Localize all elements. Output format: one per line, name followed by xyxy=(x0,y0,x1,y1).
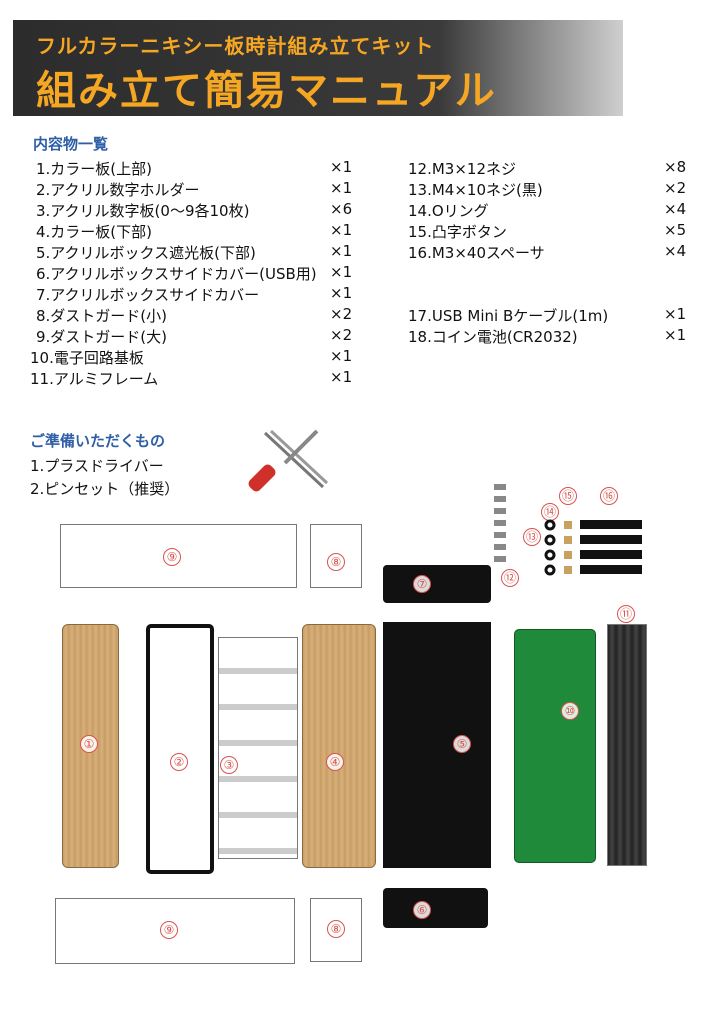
contents-qty: ×1 xyxy=(330,263,353,281)
prep-heading: ご準備いただくもの xyxy=(30,432,166,450)
contents-item: 7.アクリルボックスサイドカバー xyxy=(36,286,260,304)
part-label-7: ⑦ xyxy=(413,575,431,593)
contents-qty: ×1 xyxy=(330,284,353,302)
part-label-15: ⑮ xyxy=(559,487,577,505)
contents-item: 2.アクリル数字ホルダー xyxy=(36,181,200,199)
part-label-3: ③ xyxy=(220,756,238,774)
part-label-6: ⑥ xyxy=(413,901,431,919)
part-label-16: ⑯ xyxy=(600,487,618,505)
contents-qty: ×8 xyxy=(664,158,687,176)
side-cover-usb xyxy=(383,888,488,928)
contents-qty: ×2 xyxy=(330,305,353,323)
digit-plates xyxy=(218,637,298,859)
contents-qty: ×1 xyxy=(330,221,353,239)
aluminum-frame xyxy=(607,624,647,866)
contents-qty: ×4 xyxy=(664,242,687,260)
contents-qty: ×6 xyxy=(330,200,353,218)
contents-item: 18.コイン電池(CR2032) xyxy=(408,328,578,346)
part-label-8: ⑧ xyxy=(327,553,345,571)
contents-qty: ×1 xyxy=(330,158,353,176)
screw-icon xyxy=(494,484,506,562)
part-label-14: ⑭ xyxy=(541,503,559,521)
contents-item: 15.凸字ボタン xyxy=(408,223,507,241)
contents-item: 1.カラー板(上部) xyxy=(36,160,153,178)
contents-item: 12.M3×12ネジ xyxy=(408,160,516,178)
color-plate-bottom xyxy=(302,624,376,868)
contents-qty: ×2 xyxy=(664,179,687,197)
contents-qty: ×2 xyxy=(330,326,353,344)
contents-item: 13.M4×10ネジ(黒) xyxy=(408,181,543,199)
part-label-2: ② xyxy=(170,753,188,771)
screwdriver-tweezers-icon xyxy=(248,429,329,492)
side-cover xyxy=(383,565,491,603)
contents-item: 5.アクリルボックス遮光板(下部) xyxy=(36,244,256,262)
contents-item: 4.カラー板(下部) xyxy=(36,223,153,241)
contents-item: 10.電子回路基板 xyxy=(30,349,144,367)
part-label-9: ⑨ xyxy=(163,548,181,566)
header-subtitle: フルカラーニキシー板時計組み立てキット xyxy=(36,34,435,58)
contents-qty: ×1 xyxy=(330,242,353,260)
contents-qty: ×1 xyxy=(330,368,353,386)
header-title: 組み立て簡易マニュアル xyxy=(36,68,497,114)
contents-item: 17.USB Mini Bケーブル(1m) xyxy=(408,307,609,325)
part-label-13: ⑬ xyxy=(523,528,541,546)
contents-item: 14.Oリング xyxy=(408,202,489,220)
part-label-5: ⑤ xyxy=(453,735,471,753)
header-banner xyxy=(13,20,623,116)
part-label-1: ① xyxy=(80,735,98,753)
part-label-11: ⑪ xyxy=(617,605,635,623)
contents-heading: 内容物一覧 xyxy=(33,135,109,153)
contents-item: 9.ダストガード(大) xyxy=(36,328,168,346)
contents-item: 3.アクリル数字板(0〜9各10枚) xyxy=(36,202,250,220)
contents-qty: ×1 xyxy=(664,326,687,344)
shade-plate xyxy=(383,622,491,868)
contents-qty: ×1 xyxy=(330,347,353,365)
contents-item: 6.アクリルボックスサイドカバー(USB用) xyxy=(36,265,317,283)
spacer-oring-icon xyxy=(544,519,642,576)
prep-item: 1.プラスドライバー xyxy=(30,457,164,475)
part-label-10: ⑩ xyxy=(561,702,579,720)
digit-holder xyxy=(146,624,214,874)
contents-qty: ×1 xyxy=(330,179,353,197)
contents-item: 16.M3×40スペーサ xyxy=(408,244,545,262)
contents-item: 11.アルミフレーム xyxy=(30,370,159,388)
contents-qty: ×4 xyxy=(664,200,687,218)
part-label-9b: ⑨ xyxy=(160,921,178,939)
part-label-12: ⑫ xyxy=(501,569,519,587)
contents-qty: ×5 xyxy=(664,221,687,239)
contents-item: 8.ダストガード(小) xyxy=(36,307,168,325)
part-label-8b: ⑧ xyxy=(327,920,345,938)
prep-item: 2.ピンセット（推奨） xyxy=(30,480,180,498)
pcb-board xyxy=(514,629,596,863)
part-label-4: ④ xyxy=(326,753,344,771)
contents-qty: ×1 xyxy=(664,305,687,323)
